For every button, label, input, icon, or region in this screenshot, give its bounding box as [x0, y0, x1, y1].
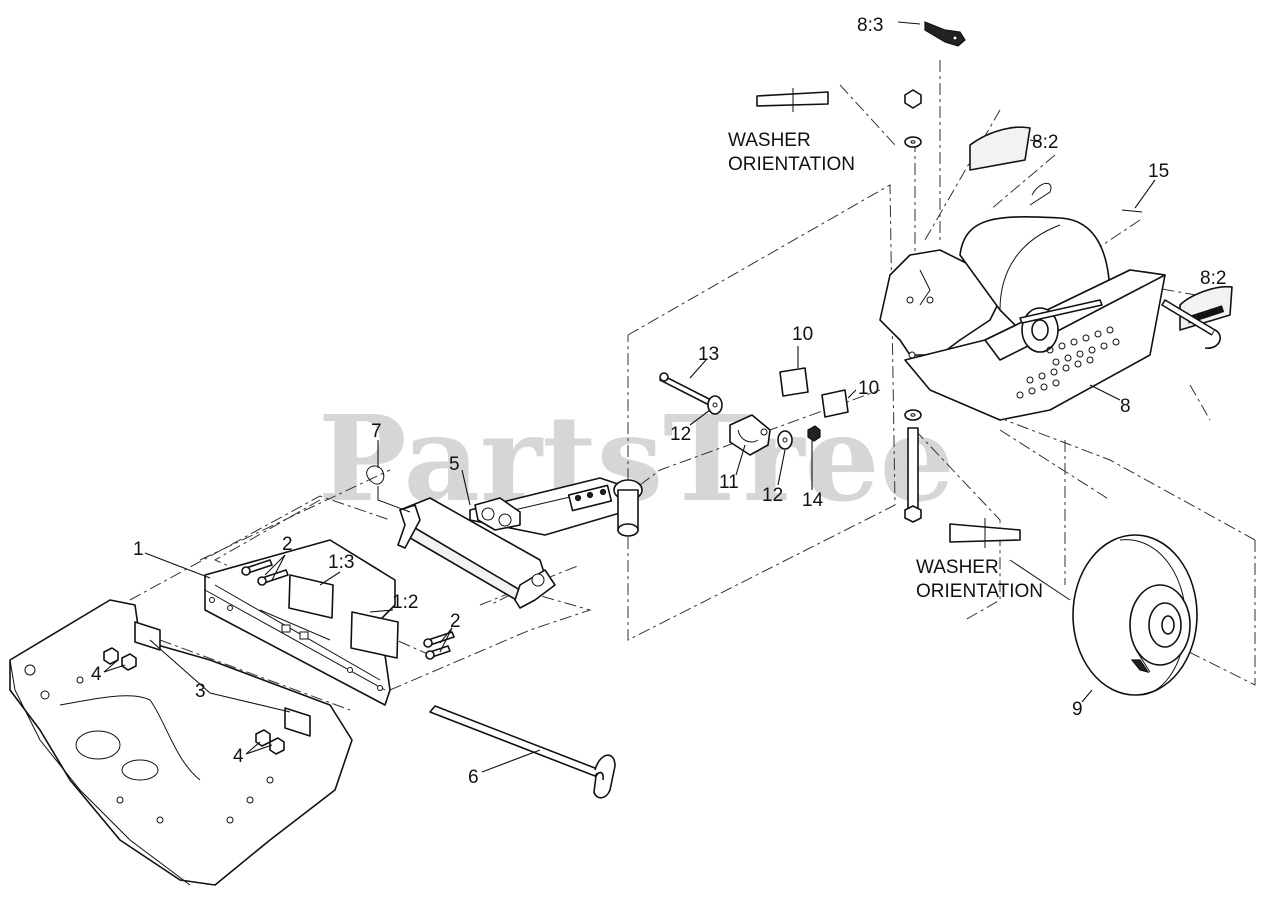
washer-note-top-line1: WASHER [728, 130, 811, 151]
callout-label: 2 [450, 611, 461, 632]
callout-label: 12 [670, 424, 691, 445]
callout-label: 13 [698, 344, 719, 365]
bolts [241, 559, 455, 660]
callout-label: 1:2 [392, 592, 418, 613]
washer-orientation-symbols [756, 88, 1071, 601]
callout-label: 12 [762, 485, 783, 506]
hitch-pin-clip [366, 465, 411, 513]
washer-note-top: WASHER ORIENTATION [728, 130, 855, 175]
callout-label: 2 [282, 534, 293, 555]
washer-note-top-line2: ORIENTATION [728, 154, 855, 175]
cotter-pin [1029, 182, 1052, 206]
callout-label: 15 [1148, 161, 1169, 182]
leader-lines [103, 21, 1156, 773]
fork-step-plate [1016, 326, 1120, 399]
callout-label: 4 [233, 746, 244, 767]
wheel-fork [879, 216, 1166, 421]
callout-label: 3 [195, 681, 206, 702]
washer-note-bottom-line1: WASHER [916, 557, 999, 578]
callout-label: 8:2 [1032, 132, 1058, 153]
spindle-hardware [904, 89, 922, 523]
caster-wheel [1072, 534, 1198, 696]
pin-rod [429, 705, 616, 799]
washer-note-bottom-line2: ORIENTATION [916, 581, 1043, 602]
decal-1-2 [350, 611, 399, 659]
small-pin [1121, 209, 1143, 213]
callout-label: 1 [133, 539, 144, 560]
wheel-axle-pin [1161, 299, 1221, 349]
washer-note-bottom: WASHER ORIENTATION [916, 557, 1043, 602]
callout-label: 6 [468, 767, 479, 788]
explosion-guide-lines [129, 60, 1256, 711]
bracket-decals [288, 574, 399, 659]
yoke-hardware [659, 367, 849, 456]
callout-label: 10 [858, 378, 879, 399]
callout-label: 8 [1120, 396, 1131, 417]
callout-label: 9 [1072, 699, 1083, 720]
callout-label: 11 [719, 472, 739, 493]
callout-label: 1:3 [328, 552, 354, 573]
callout-label: 10 [792, 324, 813, 345]
callout-label: 8:2 [1200, 268, 1226, 289]
callout-label: 7 [371, 421, 382, 442]
callout-label: 14 [802, 490, 824, 511]
caster-arm-assembly [397, 477, 643, 609]
callout-label: 8:3 [857, 15, 883, 36]
callout-label: 5 [449, 454, 460, 475]
key [924, 21, 966, 47]
callout-labels: 1 1:2 1:3 2 2 3 4 4 5 6 7 8 8:2 8:2 8:3 … [91, 15, 1226, 788]
decal-1-3 [288, 574, 334, 619]
callout-label: 4 [91, 664, 102, 685]
